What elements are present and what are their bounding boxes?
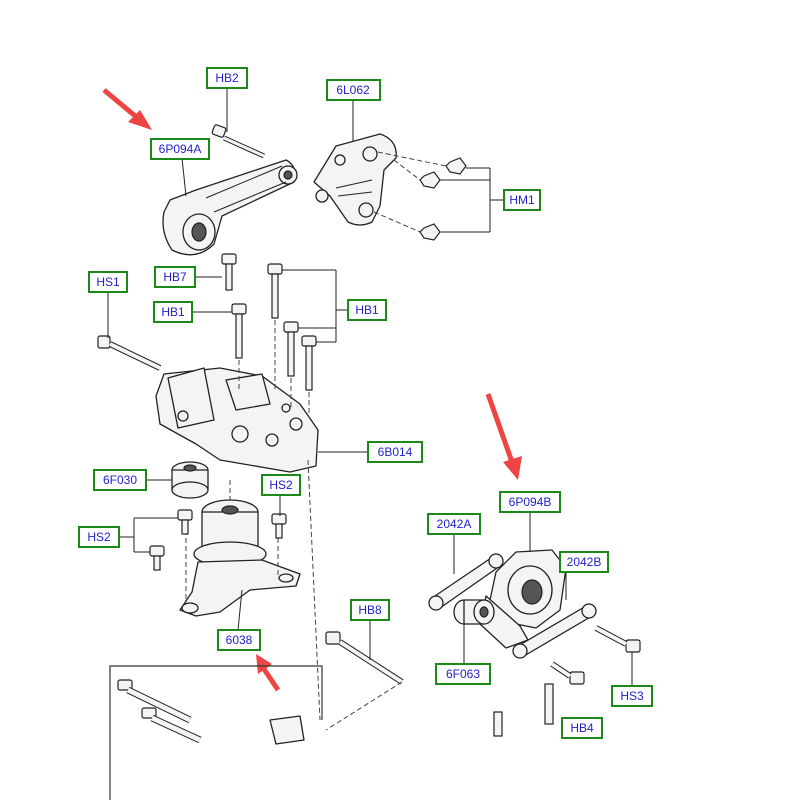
bracket-6l062 [313, 133, 397, 226]
callout-6l062: 6L062 [326, 79, 381, 101]
svg-text:2042A: 2042A [437, 517, 472, 531]
svg-text:6B014: 6B014 [378, 445, 413, 459]
callout-hb8: HB8 [350, 599, 390, 621]
bolt-hs1 [97, 335, 162, 371]
callout-hs2-left: HS2 [78, 526, 120, 548]
nuts-hm1 [373, 151, 467, 241]
callout-hb1-right: HB1 [347, 299, 387, 321]
svg-text:6L062: 6L062 [336, 83, 370, 97]
partial-assembly-frame [109, 665, 323, 800]
svg-text:HS1: HS1 [96, 275, 120, 289]
callout-6p094b: 6P094B [499, 491, 561, 513]
links-2042 [428, 553, 597, 659]
svg-text:HB7: HB7 [163, 270, 187, 284]
callout-2042a: 2042A [427, 513, 481, 535]
svg-text:HS2: HS2 [87, 530, 111, 544]
bolts-hb1-group [221, 253, 317, 391]
svg-text:HS2: HS2 [269, 478, 293, 492]
bolt-hb2 [211, 124, 266, 159]
centre-line [307, 459, 321, 721]
callout-6p094a: 6P094A [150, 138, 210, 160]
callout-hb1-left: HB1 [153, 301, 193, 323]
bolts-hs3 [493, 625, 641, 737]
bushing-6f030 [171, 461, 209, 499]
svg-text:6F030: 6F030 [103, 473, 137, 487]
svg-text:HB2: HB2 [215, 71, 239, 85]
svg-text:6P094B: 6P094B [509, 495, 552, 509]
bolts-hs2 [149, 509, 287, 571]
bushing-6f063 [453, 599, 495, 625]
svg-text:HB4: HB4 [570, 721, 594, 735]
svg-text:6F063: 6F063 [446, 667, 480, 681]
callout-6b014: 6B014 [367, 441, 423, 463]
bolt-hb8 [325, 631, 404, 731]
callout-hb2: HB2 [206, 67, 248, 89]
callout-hm1: HM1 [503, 189, 541, 211]
svg-text:6038: 6038 [226, 633, 253, 647]
callout-hs2-right: HS2 [261, 474, 301, 496]
svg-text:6P094A: 6P094A [159, 142, 202, 156]
callout-6f030: 6F030 [93, 469, 147, 491]
red-arrow-top-left [102, 88, 152, 130]
callout-6f063: 6F063 [435, 663, 491, 685]
callout-partial-cut: HB4 [561, 717, 603, 739]
callout-hs1: HS1 [88, 271, 128, 293]
leader-lines [107, 88, 633, 686]
svg-text:HM1: HM1 [509, 193, 535, 207]
svg-text:HS3: HS3 [620, 689, 644, 703]
red-arrow-bottom [256, 654, 281, 692]
mount-bracket-6b014 [155, 320, 319, 473]
callout-2042b: 2042B [559, 551, 609, 573]
callout-6038: 6038 [217, 629, 261, 651]
svg-text:HB1: HB1 [161, 305, 185, 319]
callout-hs3: HS3 [611, 685, 653, 707]
svg-text:HB1: HB1 [355, 303, 379, 317]
svg-text:HB8: HB8 [358, 603, 382, 617]
red-arrow-right [485, 393, 522, 480]
engine-mount-6038 [179, 480, 301, 617]
callout-hb7: HB7 [154, 266, 196, 288]
trans-mount-6p094b [479, 549, 567, 649]
svg-text:2042B: 2042B [567, 555, 602, 569]
torque-rod-6p094a [162, 159, 298, 256]
